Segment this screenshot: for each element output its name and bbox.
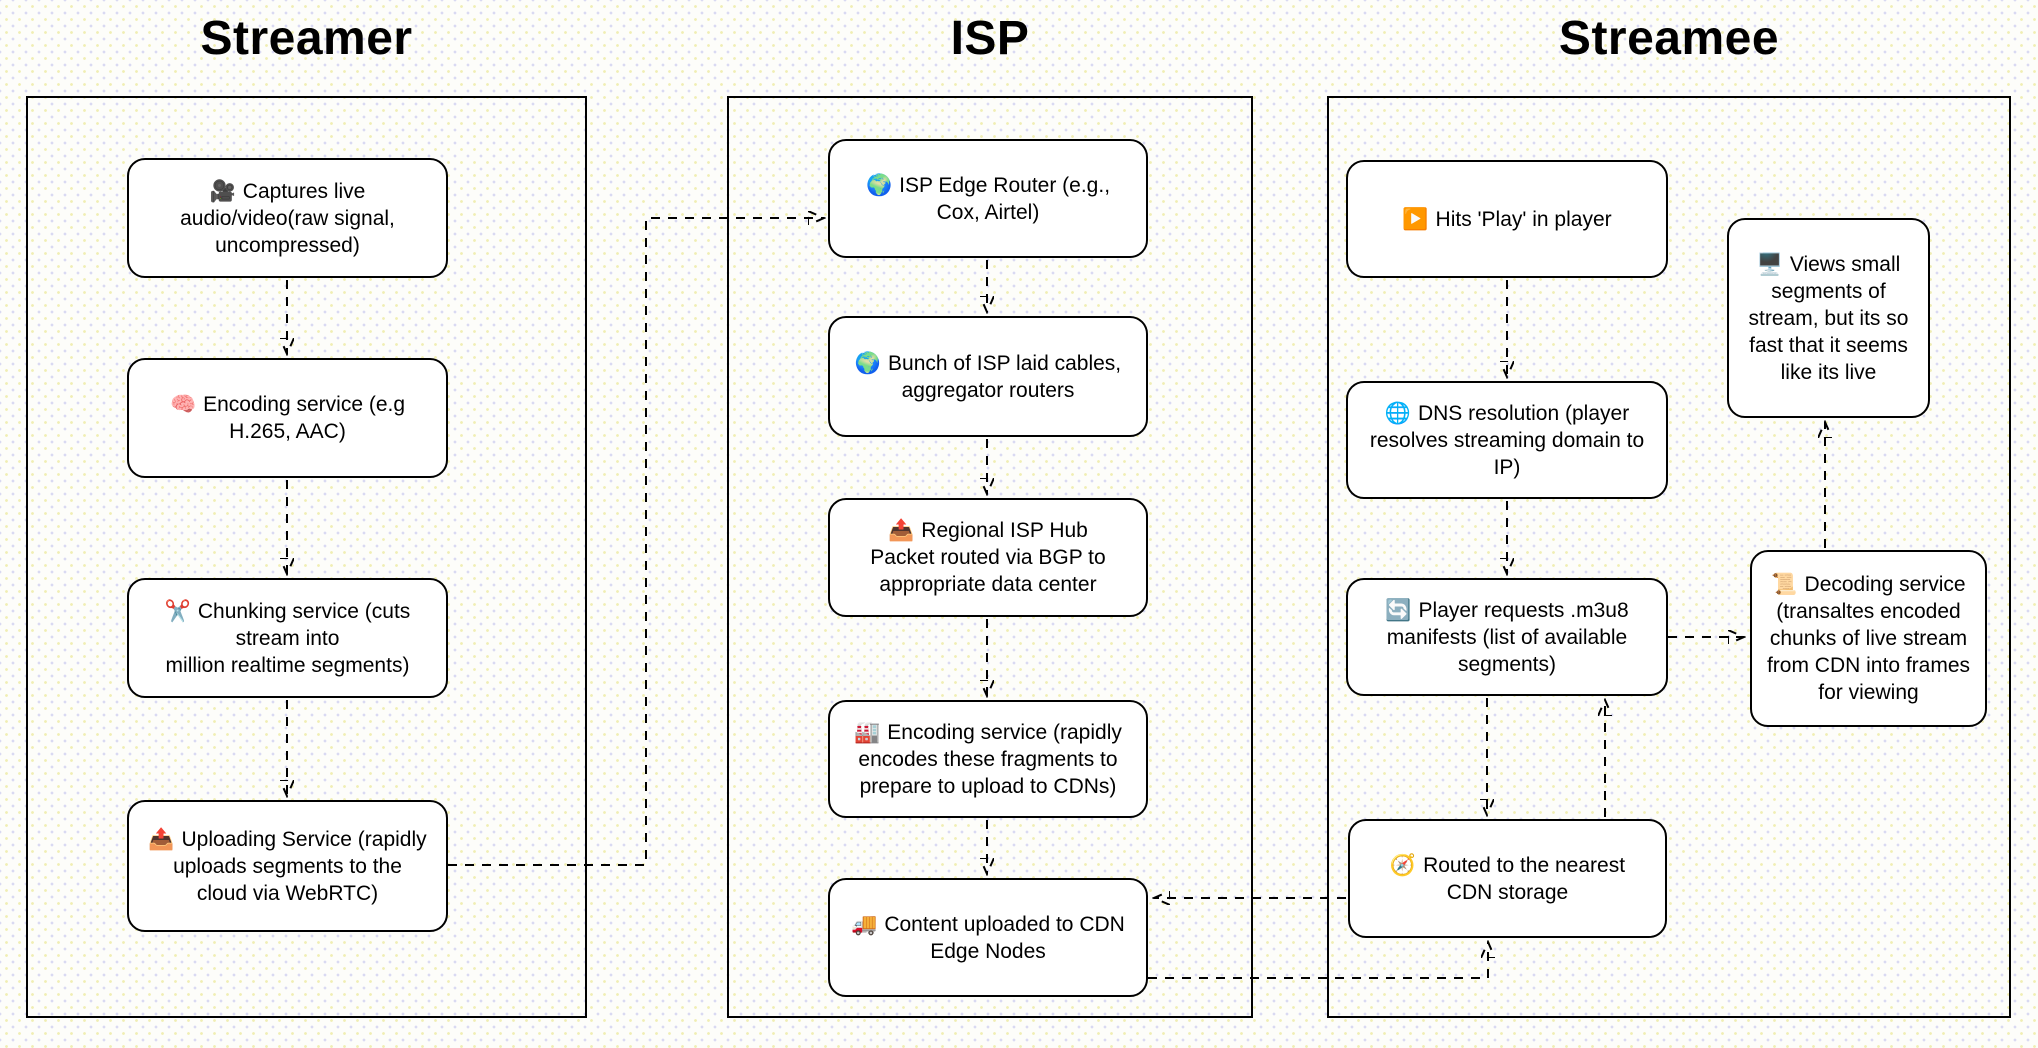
refresh-arrows-icon: 🔄	[1385, 598, 1412, 622]
node-captures-live[interactable]: 🎥Captures live audio/video(raw signal, u…	[127, 158, 448, 278]
node-uploading-service-label: Uploading Service (rapidly uploads segme…	[173, 827, 427, 905]
node-encoding-service-label: Encoding service (e.g H.265, AAC)	[203, 393, 406, 443]
node-isp-cables[interactable]: 🌍Bunch of ISP laid cables, aggregator ro…	[828, 316, 1148, 437]
node-routed-nearest-cdn[interactable]: 🧭Routed to the nearest CDN storage	[1348, 819, 1667, 938]
node-isp-encoding-service-label: Encoding service (rapidly encodes these …	[858, 720, 1122, 798]
node-isp-cables-label: Bunch of ISP laid cables, aggregator rou…	[888, 351, 1122, 402]
node-hits-play-label: Hits 'Play' in player	[1435, 207, 1612, 231]
node-content-to-cdn[interactable]: 🚚Content uploaded to CDN Edge Nodes	[828, 878, 1148, 997]
node-captures-live-label: Captures live audio/video(raw signal, un…	[180, 179, 395, 257]
globe-icon: 🌍	[854, 351, 882, 375]
node-dns-resolution-label: DNS resolution (player resolves streamin…	[1369, 401, 1645, 479]
outbox-tray-icon: 📤	[148, 827, 175, 851]
node-encoding-service[interactable]: 🧠 Encoding service (e.g H.265, AAC)	[127, 358, 448, 478]
globe-icon: 🌍	[865, 173, 893, 197]
node-player-requests-m3u8[interactable]: 🔄Player requests .m3u8 manifests (list o…	[1346, 578, 1668, 696]
node-chunking-service-label: Chunking service (cuts stream into milli…	[165, 599, 411, 677]
node-uploading-service[interactable]: 📤Uploading Service (rapidly uploads segm…	[127, 800, 448, 932]
node-isp-encoding-service[interactable]: 🏭Encoding service (rapidly encodes these…	[828, 700, 1148, 818]
play-button-icon: ▶️	[1402, 207, 1429, 231]
desktop-computer-icon: 🖥️	[1756, 252, 1783, 276]
node-decoding-service-label: Decoding service (transaltes encoded chu…	[1766, 573, 1971, 704]
column-title-isp: ISP	[950, 12, 1030, 65]
outbox-tray-icon: 📤	[888, 519, 915, 542]
scroll-icon: 📜	[1771, 573, 1798, 596]
node-views-segments[interactable]: 🖥️Views small segments of stream, but it…	[1727, 218, 1930, 418]
compass-icon: 🧭	[1389, 853, 1417, 877]
node-decoding-service[interactable]: 📜Decoding service (transaltes encoded ch…	[1750, 550, 1987, 727]
node-chunking-service[interactable]: ✂️Chunking service (cuts stream into mil…	[127, 578, 448, 698]
delivery-truck-icon: 🚚	[851, 912, 878, 936]
node-regional-isp-hub-label: Regional ISP Hub Packet routed via BGP t…	[870, 519, 1106, 596]
node-isp-edge-router-label: ISP Edge Router (e.g., Cox, Airtel)	[899, 173, 1111, 224]
node-isp-edge-router[interactable]: 🌍ISP Edge Router (e.g., Cox, Airtel)	[828, 139, 1148, 258]
scissors-icon: ✂️	[164, 599, 191, 623]
node-routed-nearest-cdn-label: Routed to the nearest CDN storage	[1423, 853, 1626, 904]
node-content-to-cdn-label: Content uploaded to CDN Edge Nodes	[884, 912, 1125, 963]
frame-streamee	[1327, 96, 2011, 1018]
node-regional-isp-hub[interactable]: 📤Regional ISP Hub Packet routed via BGP …	[828, 498, 1148, 617]
node-hits-play[interactable]: ▶️Hits 'Play' in player	[1346, 160, 1668, 278]
node-views-segments-label: Views small segments of stream, but its …	[1748, 252, 1909, 384]
globe-meridians-icon: 🌐	[1384, 401, 1411, 425]
node-dns-resolution[interactable]: 🌐DNS resolution (player resolves streami…	[1346, 381, 1668, 499]
column-title-streamer: Streamer	[200, 12, 413, 65]
column-title-streamee: Streamee	[1558, 12, 1780, 65]
factory-icon: 🏭	[854, 720, 881, 744]
brain-icon: 🧠	[169, 393, 197, 416]
node-player-requests-m3u8-label: Player requests .m3u8 manifests (list of…	[1386, 598, 1629, 676]
movie-camera-icon: 🎥	[209, 179, 236, 203]
